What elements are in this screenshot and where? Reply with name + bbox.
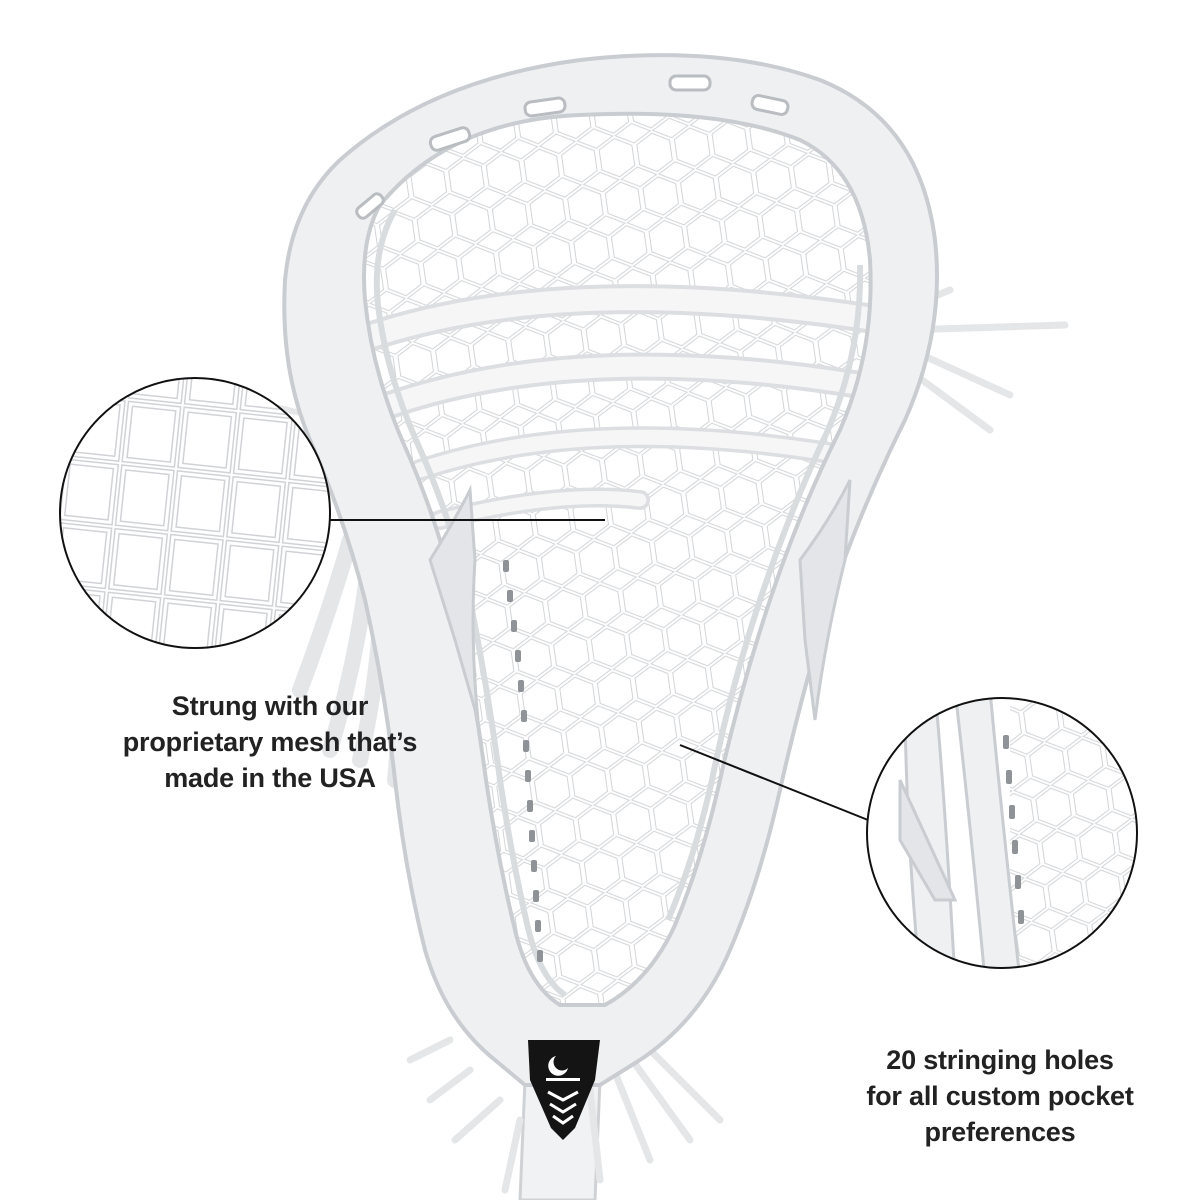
holes-caption-line-1: 20 stringing holes bbox=[886, 1045, 1114, 1075]
head-frame bbox=[282, 53, 939, 1087]
savage-crescent-logo-icon bbox=[548, 1056, 568, 1076]
mesh-zoom-circle bbox=[59, 377, 331, 649]
holes-feature-caption: 20 stringing holes for all custom pocket… bbox=[810, 1042, 1190, 1150]
holes-caption-line-3: preferences bbox=[924, 1117, 1076, 1147]
loose-strings-bottom bbox=[406, 1036, 724, 1194]
holes-zoom-circle bbox=[866, 697, 1138, 969]
mesh-caption-line-1: Strung with our bbox=[171, 691, 369, 721]
mesh-feature-caption: Strung with our proprietary mesh that’s … bbox=[40, 688, 500, 796]
mesh-caption-line-2: proprietary mesh that’s bbox=[122, 727, 418, 757]
holes-callout-line bbox=[679, 744, 869, 821]
mesh-caption-line-3: made in the USA bbox=[164, 763, 376, 793]
callout-lines bbox=[330, 519, 869, 821]
sidewall-stringing-holes bbox=[503, 560, 543, 962]
holes-caption-line-2: for all custom pocket bbox=[866, 1081, 1134, 1111]
savage-logo-badge bbox=[528, 1040, 600, 1140]
